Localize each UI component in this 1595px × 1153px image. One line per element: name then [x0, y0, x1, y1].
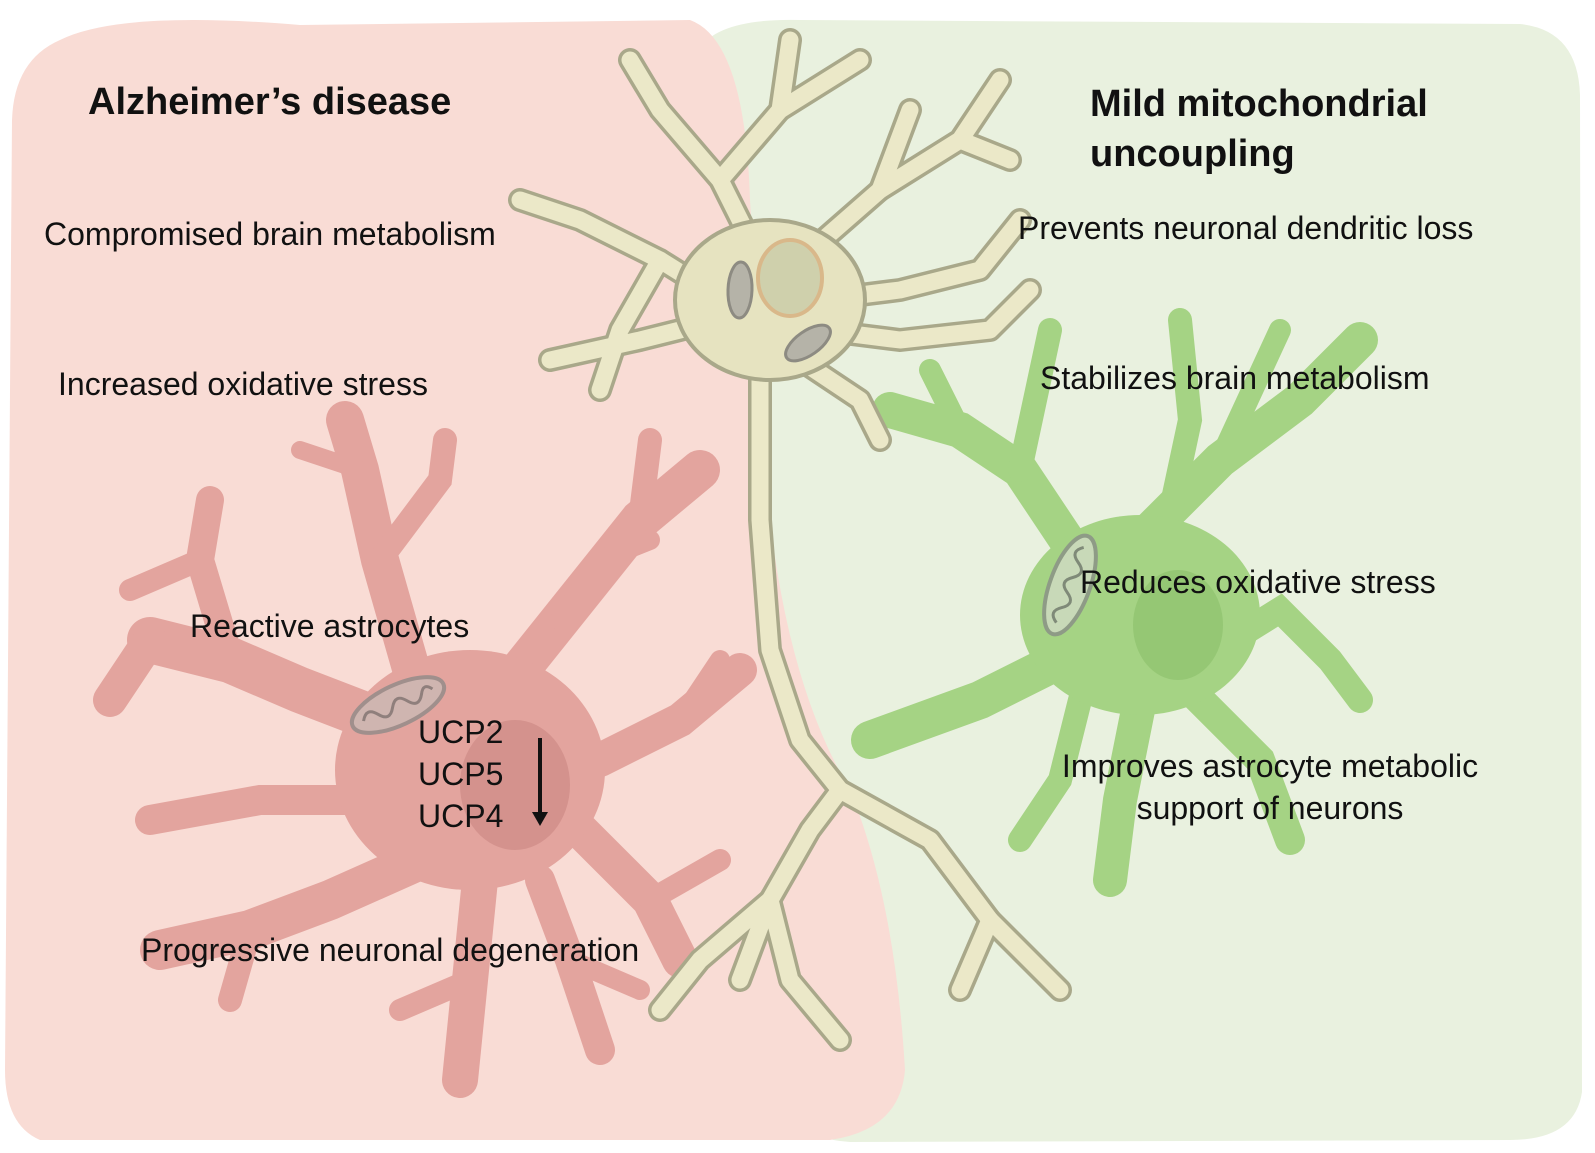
right-panel-title-line2: uncoupling: [1090, 133, 1295, 175]
compromised-metabolism-label: Compromised brain metabolism: [44, 216, 496, 252]
reactive-astrocyte: [93, 401, 757, 1098]
astrocyte-support-label-line1: Improves astrocyte metabolic: [1061, 748, 1479, 784]
reactive-astrocytes-label: Reactive astrocytes: [190, 608, 470, 644]
healthy-astrocyte-nucleus: [1133, 570, 1223, 680]
mitochondrion-icon: [784, 323, 832, 363]
neuron: [508, 28, 1072, 1052]
neuronal-degeneration-label: Progressive neuronal degeneration: [141, 932, 640, 968]
left-panel-title: Alzheimer’s disease: [88, 81, 452, 123]
arrowhead-icon: [532, 812, 548, 826]
reduces-oxidative-stress-label: Reduces oxidative stress: [1080, 564, 1436, 600]
ucp5-label: UCP5: [418, 756, 504, 792]
oxidative-stress-label: Increased oxidative stress: [58, 366, 428, 402]
ucp2-label: UCP2: [418, 714, 504, 750]
mitochondrion-icon: [726, 260, 754, 320]
mitochondrion-icon: [349, 675, 447, 735]
astrocyte-support-label-line2: support of neurons: [1136, 790, 1404, 826]
dendritic-loss-label: Prevents neuronal dendritic loss: [1018, 210, 1474, 246]
neuron-nucleus: [756, 238, 824, 318]
ucp4-label: UCP4: [418, 798, 504, 834]
mitochondrion-icon: [1042, 533, 1098, 637]
healthy-astrocyte: [851, 308, 1378, 897]
right-panel-title-line1: Mild mitochondrial: [1090, 83, 1428, 125]
stabilizes-metabolism-label: Stabilizes brain metabolism: [1040, 360, 1430, 396]
